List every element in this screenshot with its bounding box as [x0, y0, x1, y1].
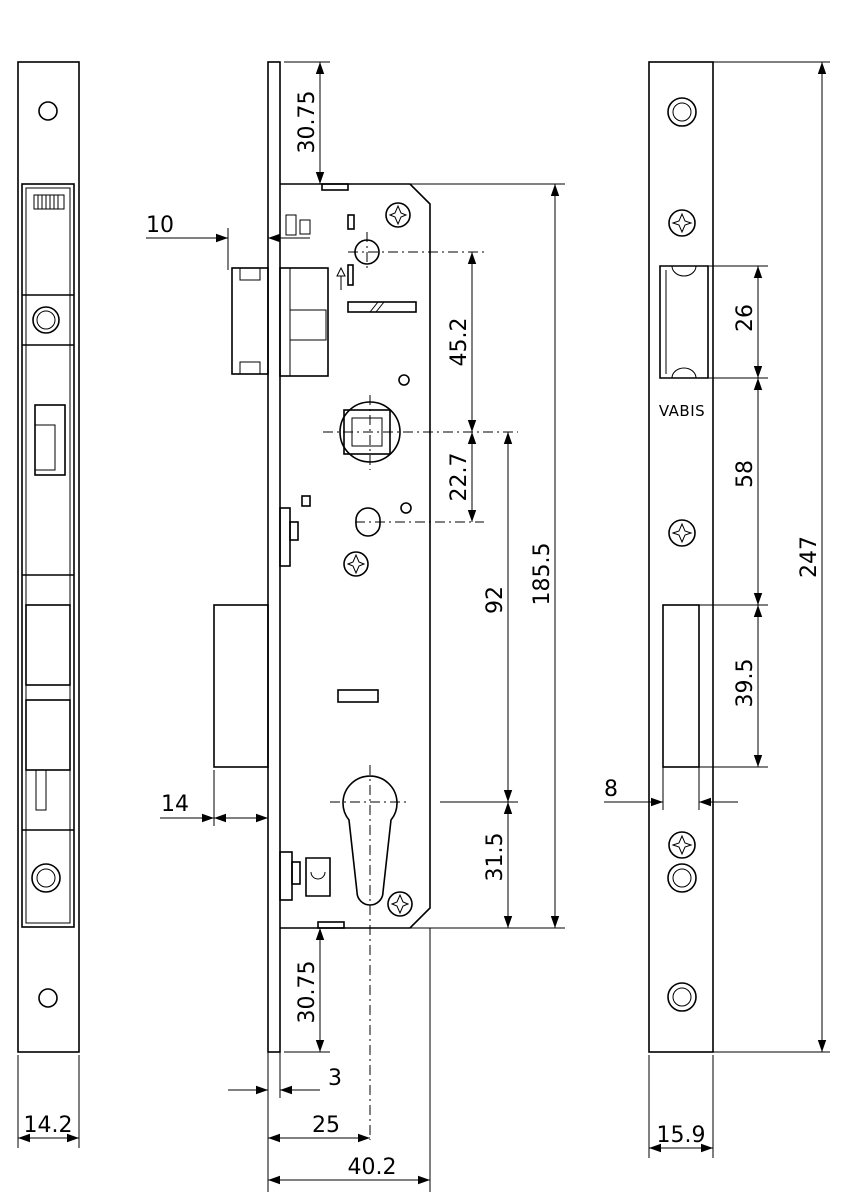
latch-bolt	[231, 267, 269, 375]
dim-strike-bolt-opening: 39.5	[733, 659, 758, 708]
dim-follower-top: 45.2	[447, 318, 472, 367]
case-screw-middle	[343, 551, 369, 577]
dim-strike-width: 15.9	[657, 1123, 706, 1148]
dim-strike-latch-opening: 26	[733, 304, 758, 332]
strike-latch-opening	[659, 265, 709, 379]
strike-hole-bottom	[667, 982, 697, 1012]
dim-backset: 25	[312, 1113, 340, 1138]
faceplate-screw-hole-top	[38, 101, 58, 121]
dim-follower-to-cylinder: 92	[483, 586, 508, 614]
dead-bolt	[213, 604, 269, 768]
latch-body	[279, 267, 329, 377]
front-view: 30.75 10 45.2 22.7 92 31.5 185.5 14	[146, 61, 565, 1192]
strike-screw-2	[668, 519, 696, 547]
case-body	[280, 183, 431, 929]
brand-label: VABIS	[659, 402, 705, 420]
strike-hole-middle	[667, 863, 697, 893]
dim-top-offset: 30.75	[295, 91, 320, 154]
spring	[33, 194, 65, 210]
bolt-slot	[337, 689, 379, 703]
dim-strike-offset: 8	[604, 777, 618, 802]
dim-strike-height: 247	[797, 536, 822, 578]
faceplate-outline	[17, 61, 80, 1053]
side-cylinder-screw	[31, 863, 61, 893]
side-mechanism	[34, 404, 66, 476]
dim-faceplate-thickness: 3	[328, 1066, 342, 1091]
dim-strike-spacing: 58	[733, 460, 758, 488]
latch-lever-slot	[347, 301, 417, 313]
case-inner-side	[25, 187, 71, 924]
side-bolt-block	[25, 604, 71, 686]
dim-follower-mid: 22.7	[447, 453, 472, 502]
case-screw-top	[385, 202, 411, 228]
strike-hole-top	[667, 97, 697, 127]
dim-faceplate-width: 14.2	[24, 1113, 73, 1138]
strike-bolt-opening	[662, 604, 700, 768]
dim-bottom-offset: 30.75	[295, 961, 320, 1024]
front-faceplate	[267, 61, 281, 1053]
case-body-side	[21, 183, 75, 928]
strike-plate	[648, 61, 714, 1053]
dim-case-height: 185.5	[530, 543, 555, 606]
dim-latch-projection: 10	[146, 213, 174, 238]
faceplate-screw-hole-bottom	[38, 988, 58, 1008]
side-follower-hub	[32, 306, 60, 334]
dim-bolt-projection: 14	[161, 792, 189, 817]
guide-slot	[355, 507, 381, 537]
dim-case-depth: 40.2	[348, 1155, 397, 1180]
strike-screw-1	[668, 209, 696, 237]
side-view: 14.2	[17, 61, 80, 1148]
strike-plate-view: VABIS 26 58 39.5 247 8	[604, 61, 830, 1158]
dim-cylinder-to-bottom: 31.5	[483, 833, 508, 882]
cylinder-profile	[342, 775, 398, 906]
strike-screw-3	[668, 831, 696, 859]
case-screw-bottom	[387, 891, 413, 917]
